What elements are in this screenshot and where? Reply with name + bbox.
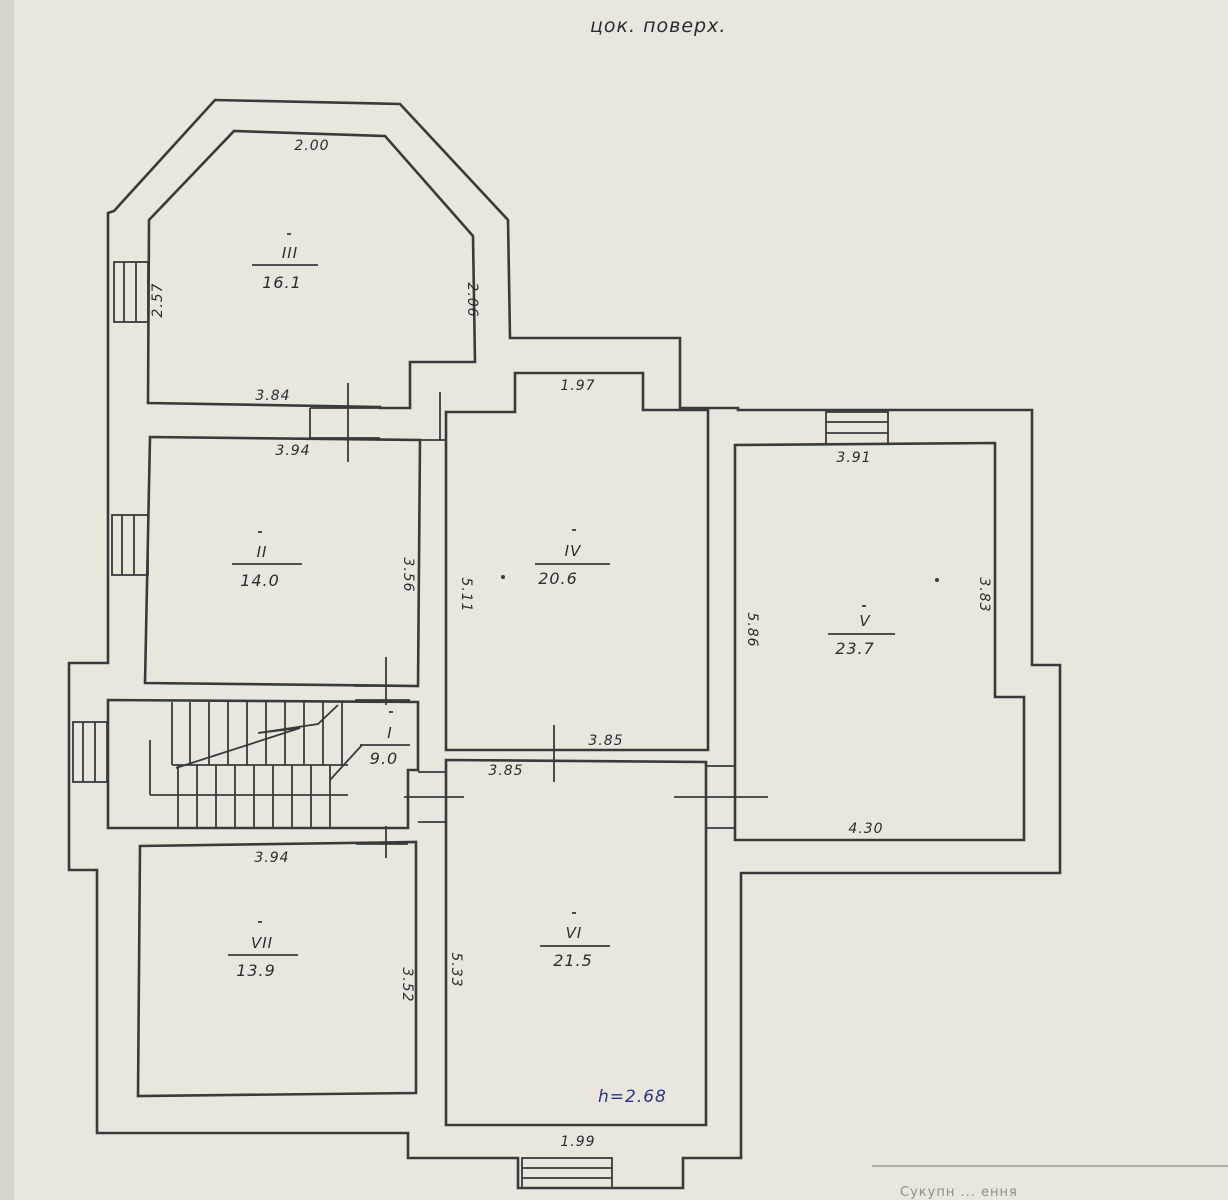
room-label-iii: III 16.1 (252, 244, 318, 292)
window-left-ii (111, 514, 149, 576)
door-corridor-top (420, 392, 446, 441)
stair-arrow-tail (329, 744, 363, 781)
stair-arrow (175, 704, 339, 769)
room-vii-outline (136, 840, 418, 1098)
dim-iii-bottom: 3.84 (255, 388, 290, 404)
room-vi-outline (444, 758, 708, 1127)
dim-v-top: 3.91 (836, 450, 871, 466)
dim-vi-top: 3.85 (488, 763, 523, 779)
room-area: 16.1 (262, 273, 302, 292)
room-ii-outline (143, 435, 422, 688)
room-area: 9.0 (370, 749, 398, 768)
dim-iv-left: 5.11 (458, 577, 474, 612)
room-number: III (282, 244, 298, 262)
room-label-vii: VII 13.9 (228, 934, 298, 980)
room-iii-outline (146, 129, 477, 410)
dim-v-bottom: 4.30 (848, 821, 883, 837)
dim-vi-left: 5.33 (448, 952, 464, 987)
door-i-vii (356, 826, 408, 858)
dim-iii-left: 2.57 (150, 282, 166, 317)
room-label-iv: IV 20.6 (535, 542, 610, 588)
room-number: VII (251, 934, 273, 952)
dot-mark-v (935, 578, 939, 582)
window-left-i (72, 721, 108, 783)
room-label-i: I 9.0 (360, 724, 410, 768)
dim-vi-bottom: 1.99 (560, 1134, 595, 1150)
window-bottom-vi (521, 1157, 613, 1189)
room-number: I (387, 724, 392, 742)
room-area: 21.5 (553, 951, 593, 970)
room-i-outline (106, 698, 420, 830)
dim-iv-bottom: 3.85 (588, 733, 623, 749)
window-left-iii (113, 261, 149, 323)
room-iv-outline (444, 371, 710, 752)
dim-vii-right: 3.52 (399, 967, 415, 1002)
room-label-vi: VI 21.5 (540, 924, 610, 970)
room-marks (258, 233, 866, 923)
dim-iii-top: 2.00 (294, 138, 329, 154)
room-number: II (257, 543, 268, 561)
outer-wall-contour (67, 98, 1062, 1190)
height-note: h=2.68 (598, 1087, 667, 1107)
room-label-ii: II 14.0 (232, 543, 302, 590)
dim-v-right: 3.83 (976, 577, 992, 612)
staircase (149, 702, 363, 828)
door-vi-v (674, 765, 768, 829)
room-area: 23.7 (835, 639, 875, 658)
dim-v-left: 5.86 (744, 612, 760, 647)
room-area: 20.6 (538, 569, 578, 588)
dim-ii-right: 3.56 (400, 557, 416, 592)
room-v-outline (733, 441, 1026, 842)
window-top-v (825, 411, 889, 445)
plan-title: цок. поверх. (590, 15, 726, 37)
room-area: 13.9 (236, 961, 276, 980)
room-number: IV (565, 542, 582, 560)
dim-ii-top: 3.94 (275, 443, 310, 459)
room-number: V (859, 612, 871, 630)
door-i-vi (404, 771, 464, 823)
dot-mark (501, 575, 505, 579)
door-iii-ii (309, 383, 380, 462)
paper-left-shadow (0, 0, 14, 1200)
dim-iv-top: 1.97 (560, 378, 595, 394)
dim-iii-right: 2.06 (464, 282, 480, 317)
door-ii-i (355, 657, 410, 705)
room-area: 14.0 (240, 571, 280, 590)
room-label-v: V 23.7 (828, 612, 895, 658)
room-number: VI (566, 924, 583, 942)
dim-vii-top: 3.94 (254, 850, 289, 866)
stamp-text: Сукупн ... ення (900, 1185, 1018, 1200)
